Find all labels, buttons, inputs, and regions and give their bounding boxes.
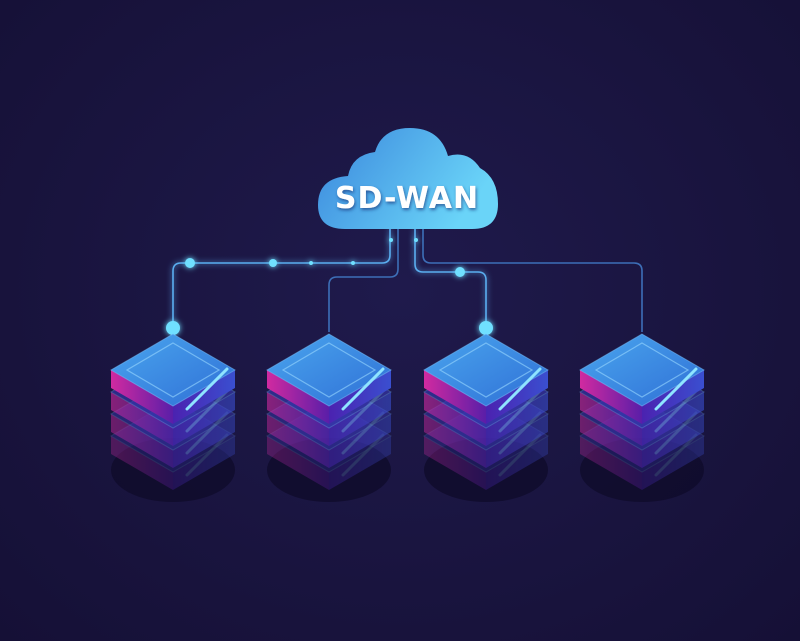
server-indicator-light [341,367,385,411]
server-right-face [173,392,235,446]
server-indicator-light [654,389,698,433]
server-indicator-light [185,367,229,411]
server-layer [423,333,549,424]
server-indicator-light [185,389,229,433]
server-top-inset [594,342,690,398]
node-dot [351,261,355,265]
server-right-face [642,436,704,490]
server-indicator-light [185,433,229,477]
server-right-face [173,370,235,424]
cloud: SD-WAN [318,128,498,229]
server-layer [266,333,392,424]
server-top-inset [438,342,534,398]
server-connector-dot [166,321,180,335]
server-indicator-light [498,367,542,411]
servers [110,333,705,502]
connection-nodes [166,238,493,335]
server-top-face [423,333,549,407]
server-indicator-light [498,433,542,477]
server-indicator-light [498,411,542,455]
server-left-face [424,436,486,490]
node-dot [309,261,313,265]
server-left-face [267,392,329,446]
node-dot [269,259,277,267]
server-3 [423,333,549,502]
cloud-shape [318,128,498,229]
server-right-face [486,436,548,490]
server-layer [579,333,705,424]
server-left-face [580,436,642,490]
server-indicator-light [341,433,385,477]
server-indicator-light [498,389,542,433]
server-right-face [173,436,235,490]
server-left-face [267,370,329,424]
node-dot [455,267,465,277]
server-left-face [580,370,642,424]
server-right-face [173,414,235,468]
server-top-face [579,333,705,407]
server-left-face [111,414,173,468]
server-top-inset [281,342,377,398]
server-indicator-light [654,367,698,411]
connection-line-server-2 [328,228,399,332]
server-2 [266,333,392,502]
server-right-face [329,414,391,468]
server-left-face [424,414,486,468]
node-dot [389,238,393,242]
node-dot [414,238,418,242]
server-right-face [486,414,548,468]
server-4 [579,333,705,502]
server-right-face [642,392,704,446]
server-right-face [642,414,704,468]
server-indicator-light [654,411,698,455]
server-indicator-light [654,433,698,477]
server-right-face [329,436,391,490]
connection-line-server-3 [414,228,487,328]
server-top-face [266,333,392,407]
server-left-face [267,436,329,490]
server-right-face [329,392,391,446]
server-left-face [111,392,173,446]
server-top-face [110,333,236,407]
server-left-face [580,414,642,468]
server-right-face [642,370,704,424]
server-indicator-light [341,411,385,455]
connection-line-server-1 [172,228,391,328]
server-indicator-light [341,389,385,433]
server-layer [110,333,236,424]
node-dot [185,258,195,268]
server-connector-dot [479,321,493,335]
server-right-face [486,392,548,446]
server-left-face [267,414,329,468]
server-left-face [424,392,486,446]
server-right-face [486,370,548,424]
server-top-inset [125,342,221,398]
connection-lines [172,228,643,332]
server-left-face [424,370,486,424]
server-1 [110,333,236,502]
connection-line-server-4 [422,228,643,332]
server-left-face [111,436,173,490]
server-left-face [111,370,173,424]
server-right-face [329,370,391,424]
server-left-face [580,392,642,446]
server-indicator-light [185,411,229,455]
cloud-label: SD-WAN [335,181,479,216]
